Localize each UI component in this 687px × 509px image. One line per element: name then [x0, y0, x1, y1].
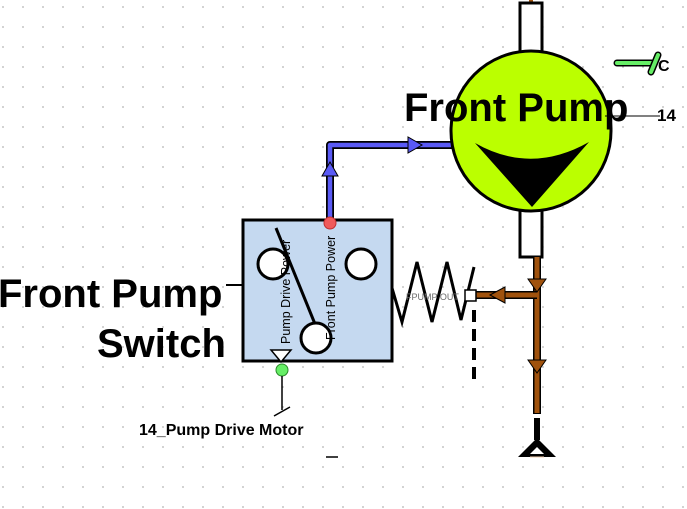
spring-port-label: FPUMP OUT [406, 292, 459, 302]
pump-top-shaft [518, 0, 544, 60]
front-pump[interactable] [449, 49, 613, 213]
switch-contact-2[interactable] [344, 247, 378, 281]
motor-label: 14_Pump Drive Motor [139, 422, 303, 439]
fluid-line[interactable] [475, 257, 547, 414]
input-triangle [269, 349, 293, 364]
flow-arrow-down-1 [527, 278, 547, 293]
switch-contact-1[interactable] [256, 247, 290, 281]
switch-lever[interactable] [274, 227, 317, 325]
pump-tag: 14 [657, 106, 676, 125]
reservoir-symbol[interactable] [518, 418, 556, 458]
switch-label-line1: Front Pump [0, 272, 222, 316]
pump-bottom-shaft [518, 203, 544, 259]
spring-port[interactable] [464, 289, 477, 302]
power-line[interactable] [321, 136, 455, 222]
relief-spring[interactable]: FPUMP OUT [390, 261, 477, 380]
flow-arrow-up [321, 160, 339, 177]
power-node[interactable] [323, 216, 337, 230]
flow-arrow-down-2 [527, 359, 547, 374]
flow-arrow-right [407, 136, 424, 154]
pump-discharge-triangle [475, 142, 589, 207]
flow-arrow-left [488, 286, 506, 304]
motor-lead[interactable] [273, 363, 291, 417]
motor-node[interactable] [275, 363, 289, 377]
pump-label: Front Pump [404, 86, 628, 130]
connector-lead[interactable]: C [613, 51, 670, 76]
front-pump-switch[interactable]: Pump Drive Power Front Pump Power [230, 216, 394, 364]
connector-label: C [658, 58, 670, 75]
terminal-label-front-pump-power: Front Pump Power [324, 236, 338, 340]
terminal-label-pump-drive-power: Pump Drive Power [279, 240, 293, 344]
switch-label-line2: Switch [97, 322, 226, 366]
